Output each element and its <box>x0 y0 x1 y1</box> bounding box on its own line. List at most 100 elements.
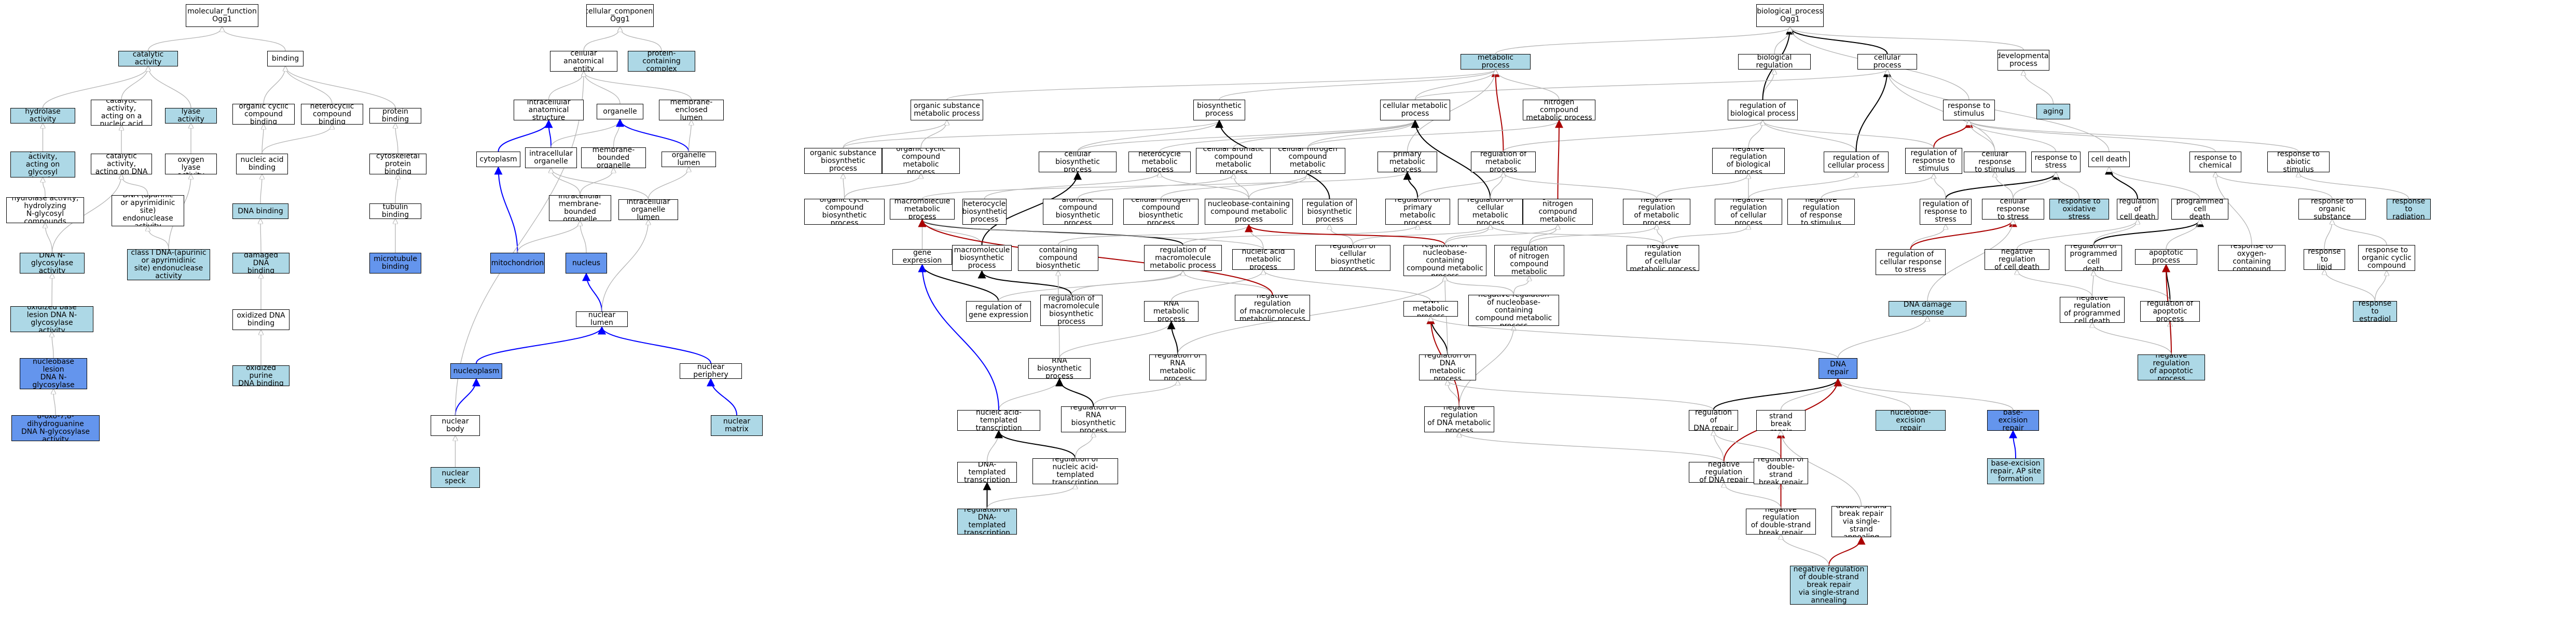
go-term-node-neg-reg-cell-met[interactable]: negative regulation of cellular metaboli… <box>1627 245 1699 271</box>
go-term-node-cyto-prot-bind[interactable]: cytoskeletal protein binding <box>369 154 426 174</box>
go-term-node-neg-reg-dna-met[interactable]: negative regulation of DNA metabolic pro… <box>1424 406 1494 432</box>
go-term-node-neg-reg-met[interactable]: negative regulation of metabolic process <box>1623 199 1690 225</box>
go-term-node-reg-gene-expr[interactable]: regulation of gene expression <box>966 301 1031 322</box>
go-term-node-gene-expr[interactable]: gene expression <box>892 249 952 265</box>
go-term-node-nucleus[interactable]: nucleus <box>566 253 607 274</box>
go-term-node-os-biosynth[interactable]: organic substance biosynthetic process <box>804 148 882 174</box>
go-term-node-cell-resp-stress[interactable]: cellular response to stress <box>1982 199 2044 220</box>
go-term-node-dna-dmg-resp[interactable]: DNA damage response <box>1889 301 1966 317</box>
go-term-node-nuc-matrix[interactable]: nuclear matrix <box>711 415 763 436</box>
go-term-node-neg-reg-macro-met[interactable]: negative regulation of macromolecule met… <box>1235 295 1310 321</box>
go-term-node-bp-root[interactable]: biological_process Ogg1 <box>1756 4 1824 27</box>
go-term-node-mem-encl-lumen[interactable]: membrane-enclosed lumen <box>659 100 724 120</box>
go-term-node-neg-reg-pcd[interactable]: negative regulation of programmed cell d… <box>2060 297 2125 323</box>
go-term-node-tub-bind[interactable]: tubulin binding <box>369 203 421 219</box>
go-term-node-cell-biosynth[interactable]: cellular biosynthetic process <box>1039 152 1117 172</box>
go-term-node-het-met[interactable]: heterocycle metabolic process <box>1128 152 1191 172</box>
go-term-node-ox-purine-glyc[interactable]: oxidized purine nucleobase lesion DNA N-… <box>20 358 87 389</box>
go-term-node-org-cyc-bind[interactable]: organic cyclic compound binding <box>232 104 295 125</box>
go-term-node-reg-cell-biosynth[interactable]: regulation of cellular biosynthetic proc… <box>1315 245 1390 271</box>
go-term-node-ber-ap[interactable]: base-excision repair, AP site formation <box>1987 458 2044 484</box>
go-term-node-resp-estradiol[interactable]: response to estradiol <box>2353 301 2397 322</box>
go-term-node-reg-biosynth[interactable]: regulation of biosynthetic process <box>1302 199 1357 225</box>
go-term-node-dna-met[interactable]: DNA metabolic process <box>1403 301 1458 317</box>
go-term-node-resp-stim[interactable]: response to stimulus <box>1943 100 1995 120</box>
go-term-node-ic-org-lumen[interactable]: intracellular organelle lumen <box>618 199 678 220</box>
go-term-node-pcd[interactable]: programmed cell death <box>2171 199 2228 220</box>
go-term-node-cell-anat[interactable]: cellular anatomical entity <box>550 51 617 72</box>
go-term-node-reg-dna-repair[interactable]: regulation of DNA repair <box>1689 410 1738 431</box>
go-term-node-cell-resp-stim[interactable]: cellular response to stimulus <box>1964 152 2026 172</box>
go-term-node-organelle[interactable]: organelle <box>597 104 643 119</box>
go-term-node-prot-complex[interactable]: protein-containing complex <box>628 51 695 72</box>
go-term-node-intracell-struct[interactable]: intracellular anatomical structure <box>514 100 584 120</box>
go-term-node-ox-dna-bind[interactable]: oxidized DNA binding <box>232 309 290 330</box>
go-term-node-reg-bio[interactable]: regulation of biological process <box>1728 100 1798 120</box>
go-term-node-resp-o-comp[interactable]: response to oxygen-containing compound <box>2218 245 2285 271</box>
go-term-node-mem-bound-org[interactable]: membrane-bounded organelle <box>581 147 646 168</box>
go-term-node-reg-rna-met[interactable]: regulation of RNA metabolic process <box>1149 354 1206 380</box>
go-term-node-n-comp-met[interactable]: nitrogen compound metabolic process <box>1523 100 1595 120</box>
go-term-node-dev-proc[interactable]: developmental process <box>1998 50 2049 71</box>
go-term-node-reg-nbc-met[interactable]: regulation of nucleobase-containing comp… <box>1403 245 1486 276</box>
go-term-node-reg-rna-biosynth[interactable]: regulation of RNA biosynthetic process <box>1061 406 1126 432</box>
go-term-node-cn-biosynth[interactable]: cellular nitrogen compound biosynthetic … <box>1123 199 1199 225</box>
go-term-node-ox-base[interactable]: oxidized base lesion DNA N-glycosylase a… <box>10 306 93 332</box>
go-term-node-neg-reg-apoptotic[interactable]: negative regulation of apoptotic process <box>2138 354 2205 380</box>
go-term-node-nat-transcription[interactable]: nucleic acid-templated transcription <box>957 410 1040 431</box>
go-term-node-prot-bind[interactable]: protein binding <box>369 108 421 124</box>
go-term-node-ber[interactable]: base-excision repair <box>1987 410 2039 431</box>
go-term-node-resp-ox-stress[interactable]: response to oxidative stress <box>2049 199 2109 220</box>
go-term-node-lyase[interactable]: lyase activity <box>165 108 217 124</box>
go-term-node-reg-macro-met[interactable]: regulation of macromolecule metabolic pr… <box>1144 245 1222 271</box>
go-term-node-dna-bind[interactable]: DNA binding <box>232 203 288 219</box>
go-term-node-resp-lipid[interactable]: response to lipid <box>2304 249 2345 270</box>
go-term-node-het-bind[interactable]: heterocyclic compound binding <box>301 104 363 125</box>
go-term-node-neg-reg-dsb-repair[interactable]: negative regulation of double-strand bre… <box>1746 509 1816 535</box>
go-term-node-arom-met[interactable]: cellular aromatic compound metabolic pro… <box>1196 148 1271 174</box>
go-term-node-biosynth[interactable]: biosynthetic process <box>1193 100 1245 120</box>
go-term-node-aging[interactable]: aging <box>2036 104 2070 119</box>
go-term-node-nbc-biosynth[interactable]: nucleobase-containing compound biosynthe… <box>1018 245 1098 271</box>
go-term-node-nuc-lumen[interactable]: nuclear lumen <box>576 311 628 327</box>
go-term-node-co-lyase[interactable]: carbon-oxygen lyase activity <box>165 154 217 174</box>
go-term-node-neg-reg-cell-proc[interactable]: negative regulation of cellular process <box>1715 199 1782 225</box>
go-term-node-reg-dna-transcription[interactable]: regulation of DNA-templated transcriptio… <box>957 509 1017 535</box>
go-term-node-oxoguanine[interactable]: 8-oxo-7,8-dihydroguanine DNA N-glycosyla… <box>11 415 100 441</box>
go-term-node-reg-prim-met[interactable]: regulation of primary metabolic process <box>1385 199 1450 225</box>
go-term-node-cell-met[interactable]: cellular metabolic process <box>1380 100 1450 120</box>
go-term-node-reg-apoptotic[interactable]: regulation of apoptotic process <box>2140 301 2200 322</box>
go-term-node-mito[interactable]: mitochondrion <box>490 253 545 274</box>
go-term-node-dna-nglyc[interactable]: DNA N-glycosylase activity <box>20 253 85 274</box>
go-term-node-dna-ap-lyase[interactable]: DNA-(apurinic or apyrimidinic site) endo… <box>112 195 184 226</box>
go-term-node-nbc-met[interactable]: nucleobase-containing compound metabolic… <box>1205 199 1293 225</box>
go-term-node-rna-biosynth[interactable]: RNA biosynthetic process <box>1028 358 1091 379</box>
go-term-node-dmg-dna-bind[interactable]: damaged DNA binding <box>232 253 290 274</box>
go-term-node-resp-org-subst[interactable]: response to organic substance <box>2298 199 2366 220</box>
go-term-node-reg-n-met[interactable]: regulation of nitrogen compound metaboli… <box>1523 199 1593 225</box>
go-term-node-resp-abiotic[interactable]: response to abiotic stimulus <box>2267 152 2330 172</box>
go-term-node-mf-root[interactable]: molecular_function Ogg1 <box>186 4 258 27</box>
go-term-node-nucacid-bind[interactable]: nucleic acid binding <box>236 154 288 174</box>
go-term-node-hyd-glycosyl[interactable]: hydrolase activity, acting on glycosyl b… <box>10 152 75 177</box>
go-term-node-cell-death[interactable]: cell death <box>2088 152 2130 167</box>
go-term-node-neg-reg-dna-repair[interactable]: negative regulation of DNA repair <box>1689 462 1759 483</box>
go-term-node-reg-dna-met[interactable]: regulation of DNA metabolic process <box>1419 354 1476 380</box>
go-term-node-cytoplasm[interactable]: cytoplasm <box>476 152 520 167</box>
go-term-node-neg-reg-bio[interactable]: negative regulation of biological proces… <box>1712 148 1785 174</box>
go-term-node-macro-met[interactable]: macromolecule metabolic process <box>890 199 955 220</box>
go-term-node-resp-radiation[interactable]: response to radiation <box>2387 199 2431 220</box>
go-term-node-mt-bind[interactable]: microtubule binding <box>369 253 421 274</box>
go-term-node-reg-nat-transcription[interactable]: regulation of nucleic acid-templated tra… <box>1032 458 1118 484</box>
go-term-node-reg-resp-stress[interactable]: regulation of response to stress <box>1920 199 1972 225</box>
go-term-node-occ-biosynth[interactable]: organic cyclic compound biosynthetic pro… <box>804 199 885 225</box>
go-term-node-ic-mem-org[interactable]: intracellular membrane-bounded organelle <box>549 195 611 221</box>
go-term-node-nuc-periphery[interactable]: nuclear periphery <box>680 363 742 379</box>
go-term-node-reg-cell-resp-stress[interactable]: regulation of cellular response to stres… <box>1876 249 1946 275</box>
go-term-node-metab[interactable]: metabolic process <box>1461 54 1531 70</box>
go-term-node-resp-chem[interactable]: response to chemical <box>2189 152 2241 172</box>
go-term-node-apoptotic[interactable]: apoptotic process <box>2135 249 2197 265</box>
go-term-node-resp-org-cyc[interactable]: response to organic cyclic compound <box>2358 245 2415 271</box>
go-term-node-nuc-speck[interactable]: nuclear speck <box>431 467 480 488</box>
go-term-node-neg-reg-resp-stim[interactable]: negative regulation of response to stimu… <box>1787 199 1855 225</box>
